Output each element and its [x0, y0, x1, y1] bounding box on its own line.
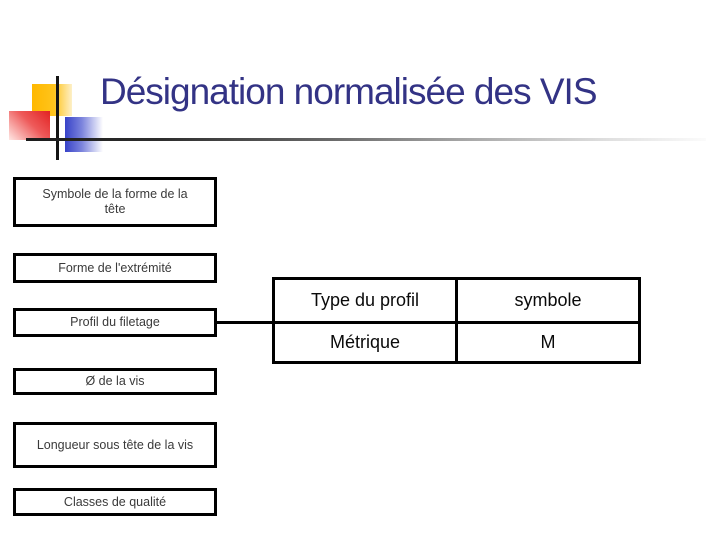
- table-cell-m: M: [455, 321, 641, 364]
- flow-box-label: Classes de qualité: [63, 494, 167, 509]
- title-underline-gradient: [26, 138, 706, 141]
- flow-box-diametre-vis: Ø de la vis: [13, 368, 217, 395]
- flow-box-longueur-sous-tete: Longueur sous tête de la vis: [13, 422, 217, 468]
- decoration-blue-square: [65, 117, 103, 152]
- table-header-symbole: symbole: [455, 277, 641, 324]
- table-cell-metrique: Métrique: [272, 321, 458, 364]
- table-header-type-profil: Type du profil: [272, 277, 458, 324]
- connector-line: [215, 321, 273, 324]
- flow-box-label: Profil du filetage: [70, 315, 160, 329]
- flow-box-forme-extremite: Forme de l'extrémité: [13, 253, 217, 283]
- flow-box-label: Longueur sous tête de la vis: [36, 437, 194, 452]
- profile-table: Type du profil symbole Métrique M: [272, 277, 641, 364]
- flow-box-classes-qualite: Classes de qualité: [13, 488, 217, 516]
- table-header-row: Type du profil symbole: [272, 277, 641, 324]
- flow-box-profil-filetage: Profil du filetage: [13, 308, 217, 337]
- flow-box-label: Symbole de la forme de la tête: [42, 187, 188, 216]
- slide-title: Désignation normalisée des VIS: [100, 71, 598, 112]
- decoration-yellow-square: [32, 84, 72, 116]
- flow-box-label: Ø de la vis: [85, 374, 145, 388]
- decoration-red-square: [9, 111, 50, 140]
- table-row: Métrique M: [272, 321, 641, 364]
- decoration-vertical-line: [56, 76, 59, 160]
- flow-box-symbole-forme-tete: Symbole de la forme de la tête: [13, 177, 217, 227]
- flow-box-label: Forme de l'extrémité: [58, 260, 172, 275]
